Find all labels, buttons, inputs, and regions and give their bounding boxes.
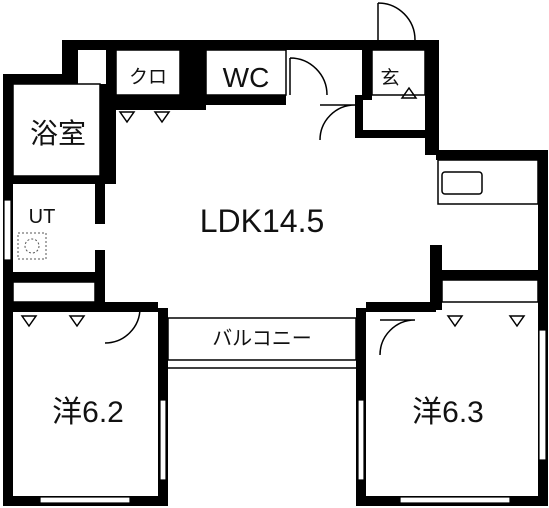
western-room-right-label: 洋6.3: [412, 396, 484, 429]
wc-door-icon: [289, 57, 328, 96]
entrance-label: 玄: [380, 67, 399, 89]
window-balcony-left: [159, 399, 167, 481]
window-ut: [3, 199, 12, 261]
kitchen-sink-icon: [441, 171, 483, 195]
ldk-label: LDK14.5: [200, 203, 325, 239]
fixtures: [12, 49, 539, 260]
interior-walls: [13, 50, 540, 312]
window-right-side: [538, 329, 547, 461]
closet-label: クロ: [129, 66, 167, 88]
ut-label: UT: [29, 206, 56, 228]
balcony: [167, 317, 357, 369]
right-bedroom-door-icon: [379, 319, 416, 356]
bath-label: 浴室: [30, 118, 86, 149]
wc-label: WC: [223, 62, 270, 93]
window-right-bedroom: [399, 496, 511, 504]
washing-machine-icon: [17, 232, 47, 260]
entrance-door-icon: [377, 2, 416, 41]
closet-marks: [12, 49, 539, 328]
window-left-bedroom: [39, 496, 131, 504]
left-bedroom-door-icon: [104, 307, 141, 344]
ldk-door-icon: [319, 104, 356, 141]
balcony-label: バルコニー: [212, 328, 312, 350]
doors: [104, 2, 416, 356]
windows: [3, 199, 547, 504]
window-balcony-right: [357, 399, 365, 481]
western-room-left-label: 洋6.2: [52, 396, 124, 429]
